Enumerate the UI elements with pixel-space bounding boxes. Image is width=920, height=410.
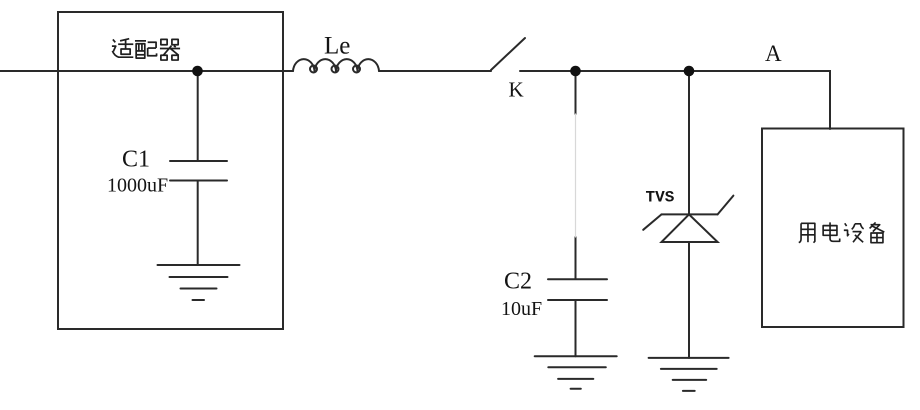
svg-text:K: K (509, 78, 524, 102)
svg-text:A: A (765, 41, 782, 66)
svg-text:TVS: TVS (646, 189, 675, 207)
svg-text:1000uF: 1000uF (107, 175, 168, 197)
svg-text:C2: C2 (504, 269, 532, 295)
svg-text:10uF: 10uF (501, 298, 542, 320)
svg-text:Le: Le (324, 33, 350, 60)
svg-text:C1: C1 (122, 147, 150, 173)
